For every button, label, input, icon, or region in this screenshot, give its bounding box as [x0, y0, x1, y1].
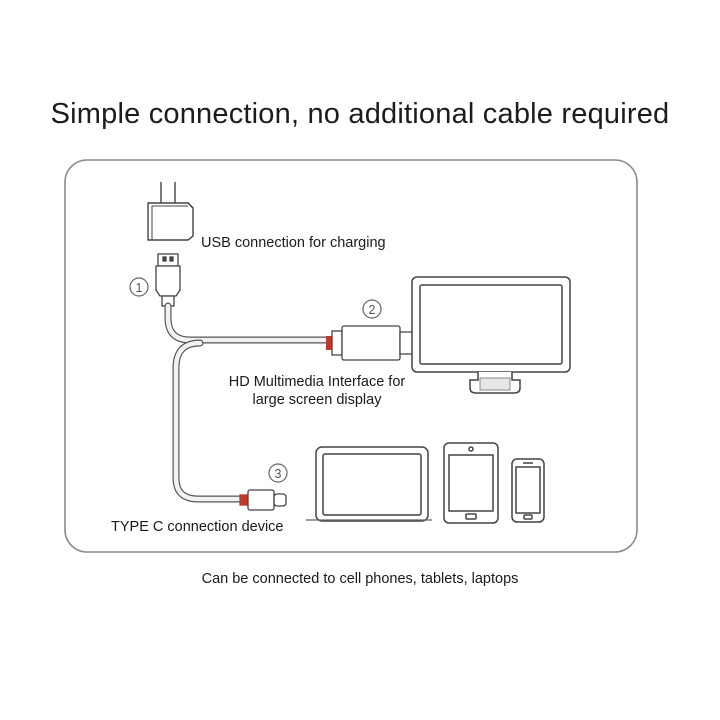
marker-1-text: 1 [136, 281, 143, 295]
typec-label: TYPE C connection device [111, 519, 284, 535]
hd-label-line2: large screen display [252, 392, 382, 408]
hdmi-red-band [326, 336, 332, 350]
marker-2-text: 2 [369, 303, 376, 317]
usb-label: USB connection for charging [201, 235, 386, 251]
wall-charger-icon [147, 182, 194, 241]
hd-label-line1: HD Multimedia Interface for [228, 374, 406, 390]
marker-3-text: 3 [275, 467, 282, 481]
diagram-frame [64, 159, 638, 553]
marker-1 [129, 277, 149, 297]
caption: Can be connected to cell phones, tablets… [201, 571, 519, 587]
monitor-icon [411, 276, 571, 394]
hd-label: HD Multimedia Interface for large screen… [212, 373, 422, 409]
hdmi-plug-icon [331, 325, 415, 361]
cable-lines [164, 302, 334, 503]
typec-plug-icon [239, 489, 287, 511]
headline: Simple connection, no additional cable r… [50, 98, 670, 130]
marker-3 [268, 463, 288, 483]
usb-plug-icon [155, 253, 181, 307]
phone-icon [511, 458, 545, 523]
laptop-icon [306, 446, 432, 522]
marker-2 [362, 299, 382, 319]
tablet-icon [443, 442, 499, 524]
